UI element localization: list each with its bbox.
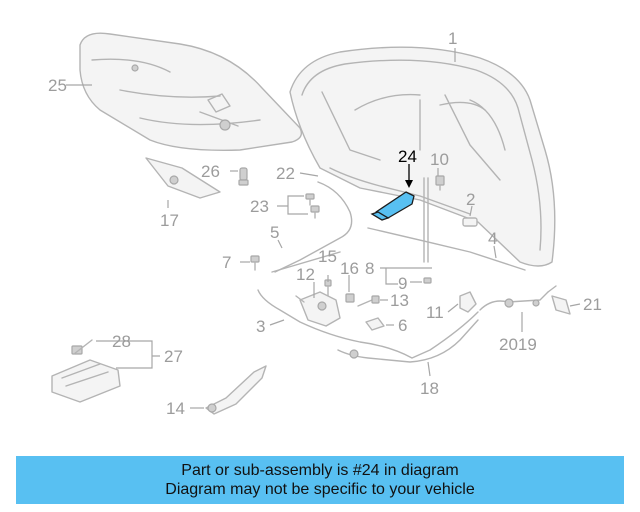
callout-21: 21 [583, 295, 602, 314]
part-15-bolt [324, 279, 332, 297]
callout-labels: 1 2 3 4 5 6 7 8 9 10 11 12 13 14 15 16 1… [48, 29, 602, 418]
callout-5: 5 [270, 223, 279, 242]
callout-3: 3 [256, 317, 265, 336]
banner-disclaimer: Diagram may not be specific to your vehi… [165, 481, 475, 498]
part-13-screw [357, 295, 380, 307]
part-17-plate [145, 157, 221, 199]
callout-25: 25 [48, 76, 67, 95]
part-2-bumper [462, 217, 478, 227]
part-9-bolt [423, 277, 432, 284]
callout-4: 4 [488, 229, 497, 248]
part-23-fasteners [305, 193, 320, 219]
part-7-bolt [250, 255, 260, 271]
callout-14: 14 [166, 399, 185, 418]
callout-18: 18 [420, 379, 439, 398]
part-12-latch [295, 291, 341, 327]
callout-22: 22 [276, 164, 295, 183]
part-1-hood [289, 46, 556, 267]
part-3-cable [257, 289, 479, 359]
part-25-insulator [79, 32, 303, 151]
callout-26: 26 [201, 162, 220, 181]
callout-12: 12 [296, 265, 315, 284]
part-5-rod [271, 251, 341, 273]
callout-17: 17 [160, 211, 179, 230]
part-21-handle [547, 285, 571, 315]
callout-23: 23 [250, 197, 269, 216]
callout-27: 27 [164, 347, 183, 366]
part-27-lever-assembly [51, 339, 121, 403]
callout-13: 13 [390, 291, 409, 310]
part-24-bracket [370, 191, 415, 221]
callout-1: 1 [448, 29, 457, 48]
callout-10: 10 [430, 150, 449, 169]
callout-6: 6 [398, 316, 407, 335]
part-11-bracket [459, 291, 477, 313]
callout-9: 9 [398, 274, 407, 293]
callout-7: 7 [222, 253, 231, 272]
part-6-bumper [365, 317, 385, 331]
info-banner: Part or sub-assembly is #24 in diagram D… [16, 456, 624, 504]
callout-28: 28 [112, 332, 131, 351]
part-16-nut [345, 293, 355, 303]
callout-15: 15 [318, 247, 337, 266]
part-18-cable [337, 319, 479, 363]
callout-24: 24 [398, 147, 417, 166]
callout-16: 16 [340, 259, 359, 278]
leader-lines [66, 48, 581, 409]
part-26-clip [238, 167, 249, 186]
part-10-clip [435, 175, 445, 191]
banner-part-note: Part or sub-assembly is #24 in diagram [181, 462, 459, 479]
callout-11: 11 [426, 303, 444, 322]
part-22-seal [274, 181, 353, 273]
callout-8: 8 [365, 259, 374, 278]
part-14-handle [205, 365, 267, 415]
callout-2: 2 [466, 190, 475, 209]
callout-2019: 2019 [499, 335, 537, 354]
